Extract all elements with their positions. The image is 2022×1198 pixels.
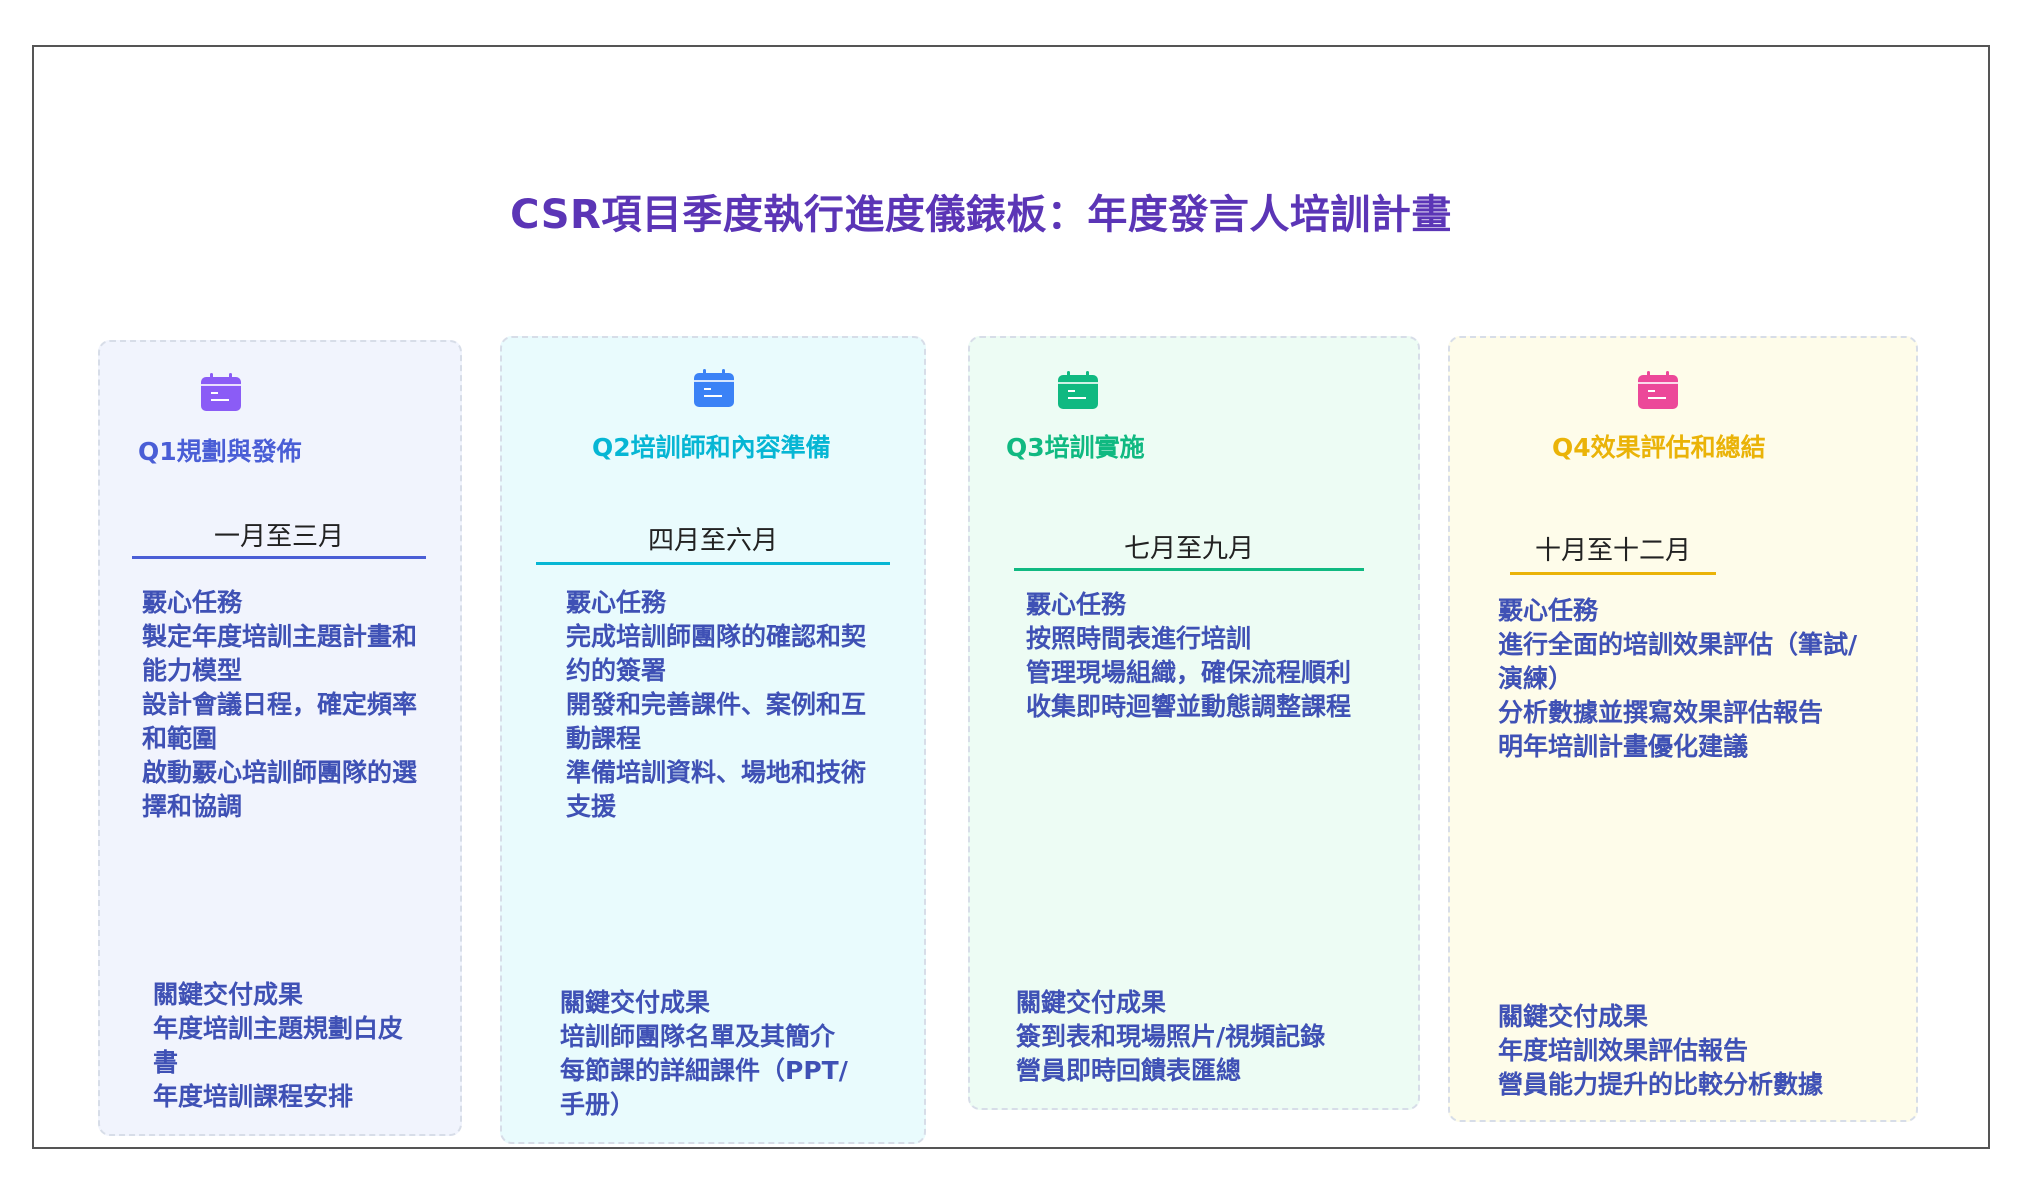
deliverable-line: 營員即時回饋表匯總 <box>1016 1056 1242 1085</box>
core-task-line: 開發和完善課件、案例和互 <box>566 690 867 719</box>
deliverables: 關鍵交付成果 簽到表和現場照片/視頻記錄 營員即時回饋表匯總 <box>1016 986 1396 1088</box>
quarter-card-q2: Q2培訓師和內容準備 四月至六月 覈心任務 完成培訓師團隊的確認和契 约的簽署 … <box>500 336 926 1144</box>
quarter-period: 四月至六月 <box>647 526 778 556</box>
deliverable-line: 年度培訓效果評估報告 <box>1498 1036 1749 1065</box>
deliverable-line: 簽到表和現場照片/視頻記錄 <box>1016 1022 1326 1051</box>
deliverable-line: 書 <box>153 1048 179 1077</box>
core-task-line: 製定年度培訓主題計畫和 <box>142 622 418 651</box>
calendar-icon <box>694 369 734 407</box>
deliverables: 關鍵交付成果 年度培訓效果評估報告 營員能力提升的比較分析數據 <box>1498 1000 1908 1102</box>
core-task-line: 演練） <box>1498 664 1574 693</box>
quarter-period: 一月至三月 <box>213 522 344 552</box>
core-task-line: 管理現場組織，確保流程順利 <box>1026 658 1352 687</box>
core-tasks-heading: 覈心任務 <box>1026 590 1127 619</box>
period-underline <box>1510 572 1716 575</box>
quarter-card-q4: Q4效果評估和總結 十月至十二月 覈心任務 進行全面的培訓效果評估（筆試/ 演練… <box>1448 336 1918 1122</box>
deliverables: 關鍵交付成果 培訓師團隊名單及其簡介 每節課的詳細課件（PPT/ 手册） <box>560 986 900 1122</box>
core-task-line: 约的簽署 <box>566 656 667 685</box>
quarter-card-q1: Q1規劃與發佈 一月至三月 覈心任務 製定年度培訓主題計畫和 能力模型 設計會議… <box>98 340 462 1136</box>
core-task-line: 收集即時迴響並動態調整課程 <box>1026 692 1352 721</box>
core-task-line: 支援 <box>566 792 617 821</box>
core-task-line: 和範圍 <box>142 724 218 753</box>
page-title: CSR項目季度執行進度儀錶板：年度發言人培訓計畫 <box>510 192 1452 238</box>
core-tasks: 覈心任務 完成培訓師團隊的確認和契 约的簽署 開發和完善課件、案例和互 動課程 … <box>566 586 906 824</box>
quarter-title: Q2培訓師和內容準備 <box>592 433 831 462</box>
core-task-line: 明年培訓計畫優化建議 <box>1498 732 1749 761</box>
deliverable-line: 手册） <box>560 1090 636 1119</box>
deliverable-line: 營員能力提升的比較分析數據 <box>1498 1070 1824 1099</box>
core-task-line: 擇和協調 <box>142 792 243 821</box>
core-task-line: 準備培訓資料、場地和技術 <box>566 758 867 787</box>
core-task-line: 動課程 <box>566 724 642 753</box>
period-underline <box>132 556 426 559</box>
core-tasks-heading: 覈心任務 <box>1498 596 1599 625</box>
deliverables-heading: 關鍵交付成果 <box>560 988 711 1017</box>
core-tasks: 覈心任務 按照時間表進行培訓 管理現場組織，確保流程順利 收集即時迴響並動態調整… <box>1026 588 1406 724</box>
deliverables: 關鍵交付成果 年度培訓主題規劃白皮 書 年度培訓課程安排 <box>153 978 453 1114</box>
period-underline <box>1014 568 1364 571</box>
quarter-title: Q4效果評估和總結 <box>1552 433 1766 462</box>
deliverable-line: 年度培訓課程安排 <box>153 1082 354 1111</box>
calendar-icon <box>1638 371 1678 409</box>
core-task-line: 進行全面的培訓效果評估（筆試/ <box>1498 630 1858 659</box>
period-underline <box>536 562 890 565</box>
quarter-period: 十月至十二月 <box>1534 536 1691 566</box>
deliverable-line: 年度培訓主題規劃白皮 <box>153 1014 404 1043</box>
core-task-line: 按照時間表進行培訓 <box>1026 624 1252 653</box>
quarter-title: Q1規劃與發佈 <box>138 437 302 466</box>
deliverables-heading: 關鍵交付成果 <box>1498 1002 1649 1031</box>
core-task-line: 啟動覈心培訓師團隊的選 <box>142 758 418 787</box>
deliverable-line: 每節課的詳細課件（PPT/ <box>560 1056 848 1085</box>
core-task-line: 能力模型 <box>142 656 243 685</box>
deliverables-heading: 關鍵交付成果 <box>1016 988 1167 1017</box>
core-tasks-heading: 覈心任務 <box>566 588 667 617</box>
deliverables-heading: 關鍵交付成果 <box>153 980 304 1009</box>
quarter-period: 七月至九月 <box>1123 534 1254 564</box>
core-task-line: 分析數據並撰寫效果評估報告 <box>1498 698 1824 727</box>
core-task-line: 設計會議日程，確定頻率 <box>142 690 418 719</box>
calendar-icon <box>201 373 241 411</box>
quarter-title: Q3培訓實施 <box>1006 433 1145 462</box>
calendar-icon <box>1058 371 1098 409</box>
core-tasks-heading: 覈心任務 <box>142 588 243 617</box>
core-task-line: 完成培訓師團隊的確認和契 <box>566 622 867 651</box>
quarter-card-q3: Q3培訓實施 七月至九月 覈心任務 按照時間表進行培訓 管理現場組織，確保流程順… <box>968 336 1420 1110</box>
deliverable-line: 培訓師團隊名單及其簡介 <box>560 1022 836 1051</box>
core-tasks: 覈心任務 製定年度培訓主題計畫和 能力模型 設計會議日程，確定頻率 和範圍 啟動… <box>142 586 442 824</box>
core-tasks: 覈心任務 進行全面的培訓效果評估（筆試/ 演練） 分析數據並撰寫效果評估報告 明… <box>1498 594 1908 764</box>
